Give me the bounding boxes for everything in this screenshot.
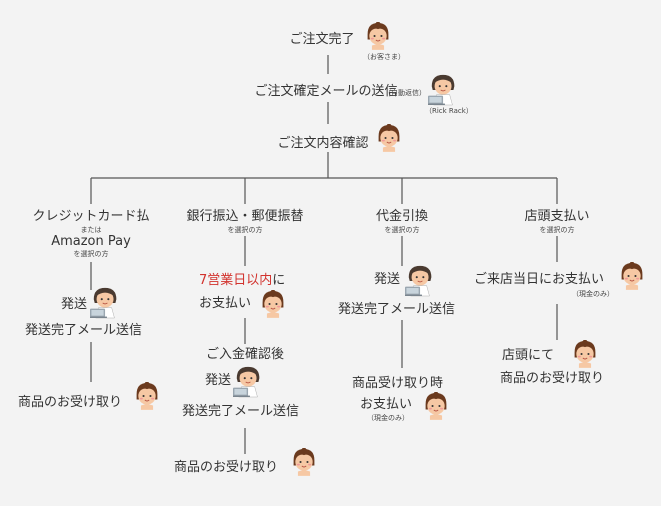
ship-mail-label: 発送完了メール送信 xyxy=(25,323,143,338)
selected-note: を選択の方 xyxy=(73,250,109,258)
order-complete-label: ご注文完了 xyxy=(289,32,355,47)
customer-note: （お客さま） xyxy=(363,53,405,61)
customer-icon xyxy=(619,262,645,290)
customer-icon xyxy=(376,124,402,152)
customer-icon xyxy=(365,22,391,50)
customer-icon xyxy=(291,448,317,476)
receive-time-label: 商品受け取り時 xyxy=(352,376,444,391)
customer-icon xyxy=(260,290,286,318)
cash-only-note: （現金のみ） xyxy=(572,290,614,298)
ship-label: 発送 xyxy=(374,272,401,287)
staff-icon xyxy=(428,72,460,106)
staff-icon xyxy=(405,263,437,297)
ship-label: 発送 xyxy=(205,373,232,388)
staff-name: （Rick Rack） xyxy=(425,107,473,115)
selected-note: を選択の方 xyxy=(227,226,263,234)
deadline-label: 7営業日以内に xyxy=(199,273,285,289)
receive-label: 商品のお受け取り xyxy=(18,395,123,410)
receive-label: 商品のお受け取り xyxy=(500,371,605,386)
credit-card-title: クレジットカード払 xyxy=(32,209,150,224)
receive-label: 商品のお受け取り xyxy=(174,460,279,475)
customer-icon xyxy=(423,392,449,420)
staff-icon xyxy=(233,364,265,398)
ship-mail-label: 発送完了メール送信 xyxy=(182,404,300,419)
store-payment-title: 店頭支払い xyxy=(524,209,590,224)
ship-mail-label: 発送完了メール送信 xyxy=(338,302,456,317)
amazon-pay-label: Amazon Pay xyxy=(51,234,131,249)
selected-note: を選択の方 xyxy=(384,226,420,234)
payment-confirmed-label: ご入金確認後 xyxy=(206,347,285,362)
visit-payment-label: ご来店当日にお支払い xyxy=(474,272,605,287)
payment-label: お支払い xyxy=(360,397,413,412)
staff-icon xyxy=(90,285,122,319)
cod-title: 代金引換 xyxy=(375,209,429,224)
payment-label: お支払い xyxy=(199,296,252,311)
selected-note: を選択の方 xyxy=(539,226,575,234)
or-label: または xyxy=(80,226,102,234)
bank-transfer-title: 銀行振込・郵便振替 xyxy=(186,209,304,224)
customer-icon xyxy=(572,340,598,368)
cash-only-note: （現金のみ） xyxy=(367,414,409,422)
ship-label: 発送 xyxy=(61,297,88,312)
order-check-label: ご注文内容確認 xyxy=(277,136,369,151)
deadline-suffix: に xyxy=(272,273,286,288)
customer-icon xyxy=(134,382,160,410)
auto-reply-note: （自動返信） xyxy=(384,89,426,97)
deadline-days: 7営業日以内 xyxy=(199,273,273,288)
confirm-mail-label: ご注文確定メールの送信 xyxy=(254,84,398,99)
at-store-label: 店頭にて xyxy=(502,348,555,363)
